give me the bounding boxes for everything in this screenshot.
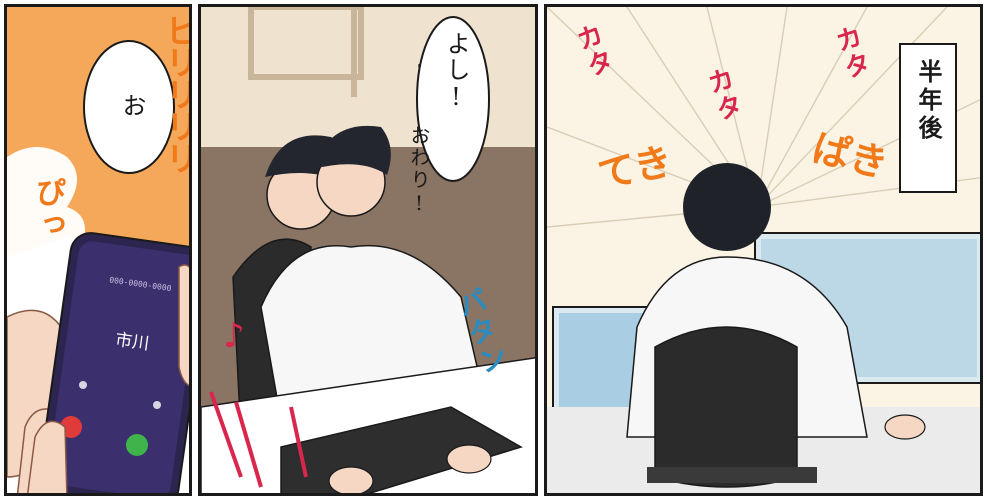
speech-owari: おわり! — [407, 125, 431, 217]
bubble-text-yoshi: よし! — [442, 31, 470, 113]
caption-half-year-later: 半年後 — [914, 59, 942, 143]
panel-desk-art: ♪ — [201, 7, 535, 493]
accept-call-icon[interactable] — [126, 434, 148, 456]
panel-half-year-later: 半年後 カタ カタ カタ てき ぱき — [544, 4, 983, 496]
panel-phone-call: お ピリリリリ ぴっ 000-0000-0000 市川 — [4, 4, 192, 496]
hand-on-mouse — [884, 414, 926, 440]
panel-phone-art — [7, 40, 189, 493]
person-head — [683, 163, 771, 251]
caption-box: 半年後 — [899, 43, 957, 193]
sfx-ring: ピリリリリ — [159, 13, 192, 173]
speech-bubble — [83, 40, 175, 174]
panel-finished-work: ♪ よし! おわり! パタン — [198, 4, 538, 496]
bubble-text-o: お — [118, 93, 146, 119]
caller-name: 市川 — [113, 329, 151, 355]
sfx-pi: ぴっ — [30, 177, 65, 241]
caller-number: 000-0000-0000 — [108, 275, 172, 294]
music-note-icon: ♪ — [223, 316, 245, 356]
panel-office-art — [547, 7, 980, 493]
office-chair-icon — [654, 326, 798, 488]
speech-bubble — [416, 16, 490, 182]
